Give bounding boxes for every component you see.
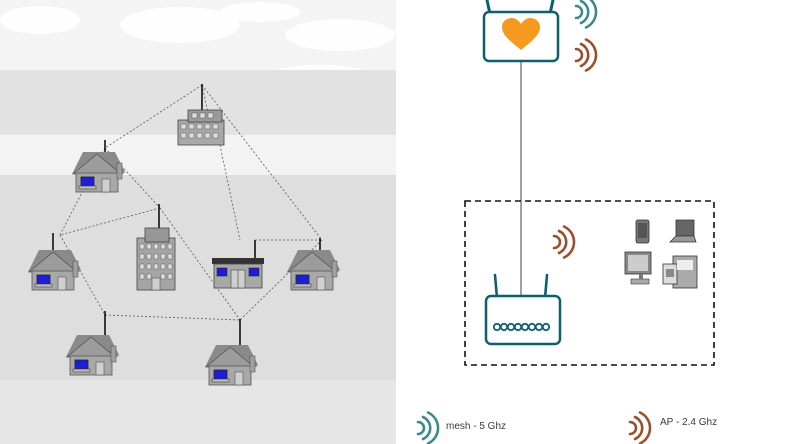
ap-legend-label: AP - 2.4 Ghz — [660, 417, 718, 428]
desktop-computer-icon — [624, 251, 652, 285]
house-icon — [27, 233, 82, 291]
wifi-wave-icon — [574, 0, 598, 29]
wifi-wave-icon — [552, 225, 576, 259]
house-icon — [286, 238, 341, 291]
mesh-node-heart-icon — [482, 0, 560, 63]
mesh-legend-wave-icon — [416, 411, 440, 444]
house-icon — [204, 319, 259, 386]
smartphone-icon — [635, 219, 650, 244]
office-building-icon — [177, 84, 225, 146]
wifi-wave-icon — [574, 38, 598, 72]
shop-icon — [212, 240, 264, 289]
client-group-box — [464, 200, 715, 366]
router-icon — [484, 273, 562, 346]
house-icon — [71, 140, 126, 193]
apartment-building-icon — [136, 204, 176, 291]
ap-legend-wave-icon — [628, 411, 652, 444]
house-icon — [65, 311, 120, 376]
mesh-legend-label: mesh - 5 Ghz — [446, 421, 507, 432]
printer-icon — [662, 255, 698, 289]
laptop-icon — [669, 219, 697, 243]
left-panel-background — [0, 0, 396, 444]
